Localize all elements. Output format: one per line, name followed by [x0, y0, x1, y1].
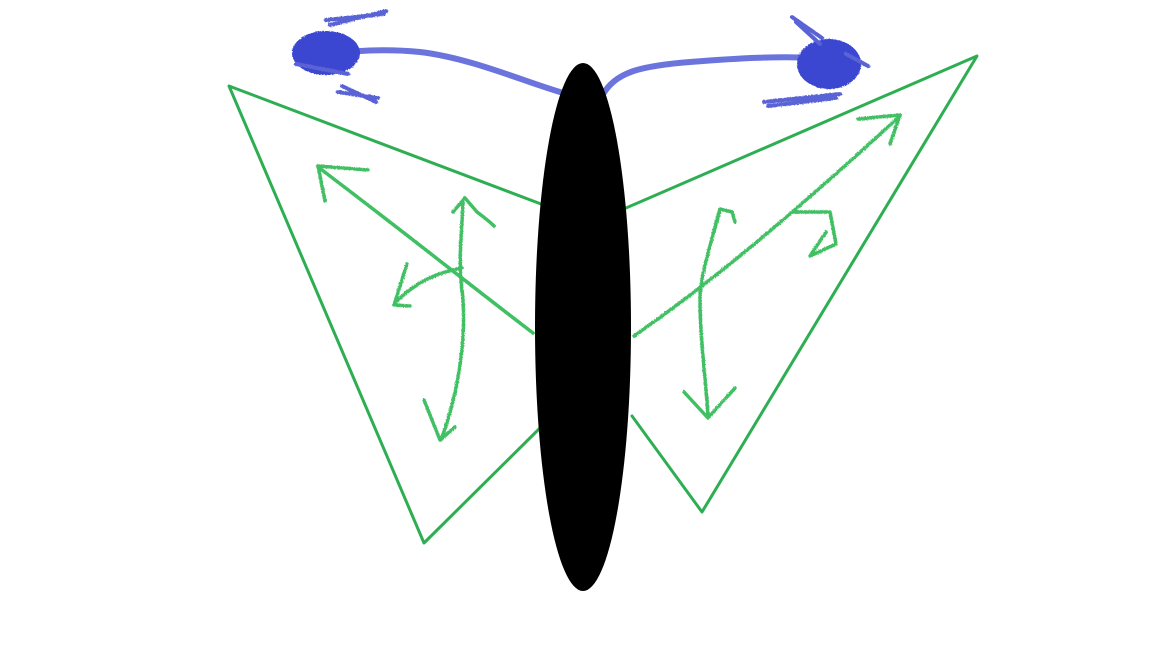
right-antenna-knob [797, 39, 861, 89]
left-antenna [292, 9, 563, 104]
left-wing-vertical-stroke [439, 201, 466, 442]
left-antenna-knob [292, 31, 360, 75]
left-antenna-stalk [327, 47, 563, 95]
right-antenna-scribble-side [844, 52, 870, 68]
right-antenna-scribble-top [790, 15, 824, 46]
left-antenna-scribble-top [324, 9, 388, 27]
right-antenna-tip [762, 15, 870, 108]
right-wing-diagonal-stroke [632, 114, 902, 338]
left-antenna-scribble-mid [294, 62, 350, 76]
left-wing-arrowhead-up [451, 196, 496, 228]
right-antenna-stalk [599, 54, 818, 99]
left-antenna-scribble-bottom [336, 84, 380, 104]
right-wing-vertical-stroke [698, 208, 722, 418]
left-wing-arrowhead-upleft [316, 164, 370, 203]
right-wing-arrowhead-down [682, 386, 737, 420]
right-wing-arrowhead-upright [856, 113, 902, 146]
left-wing-arrows [316, 164, 535, 442]
left-wing [227, 84, 543, 545]
butterfly-body [535, 63, 631, 591]
left-wing-leftward-stroke [394, 266, 464, 304]
left-wing-outline [227, 84, 543, 545]
right-antenna [599, 15, 870, 108]
right-wing-arrows [632, 113, 902, 420]
right-wing-branch-stroke [792, 210, 838, 258]
left-wing-diagonal-stroke [316, 165, 535, 335]
left-wing-arrowhead-downleft [392, 262, 412, 308]
right-wing [624, 54, 979, 514]
left-wing-arrowhead-down [422, 398, 457, 442]
left-antenna-tip [292, 9, 388, 104]
right-wing-arrowhead-up [711, 207, 737, 236]
right-antenna-scribble-bottom [762, 92, 842, 108]
right-wing-outline [624, 54, 979, 514]
